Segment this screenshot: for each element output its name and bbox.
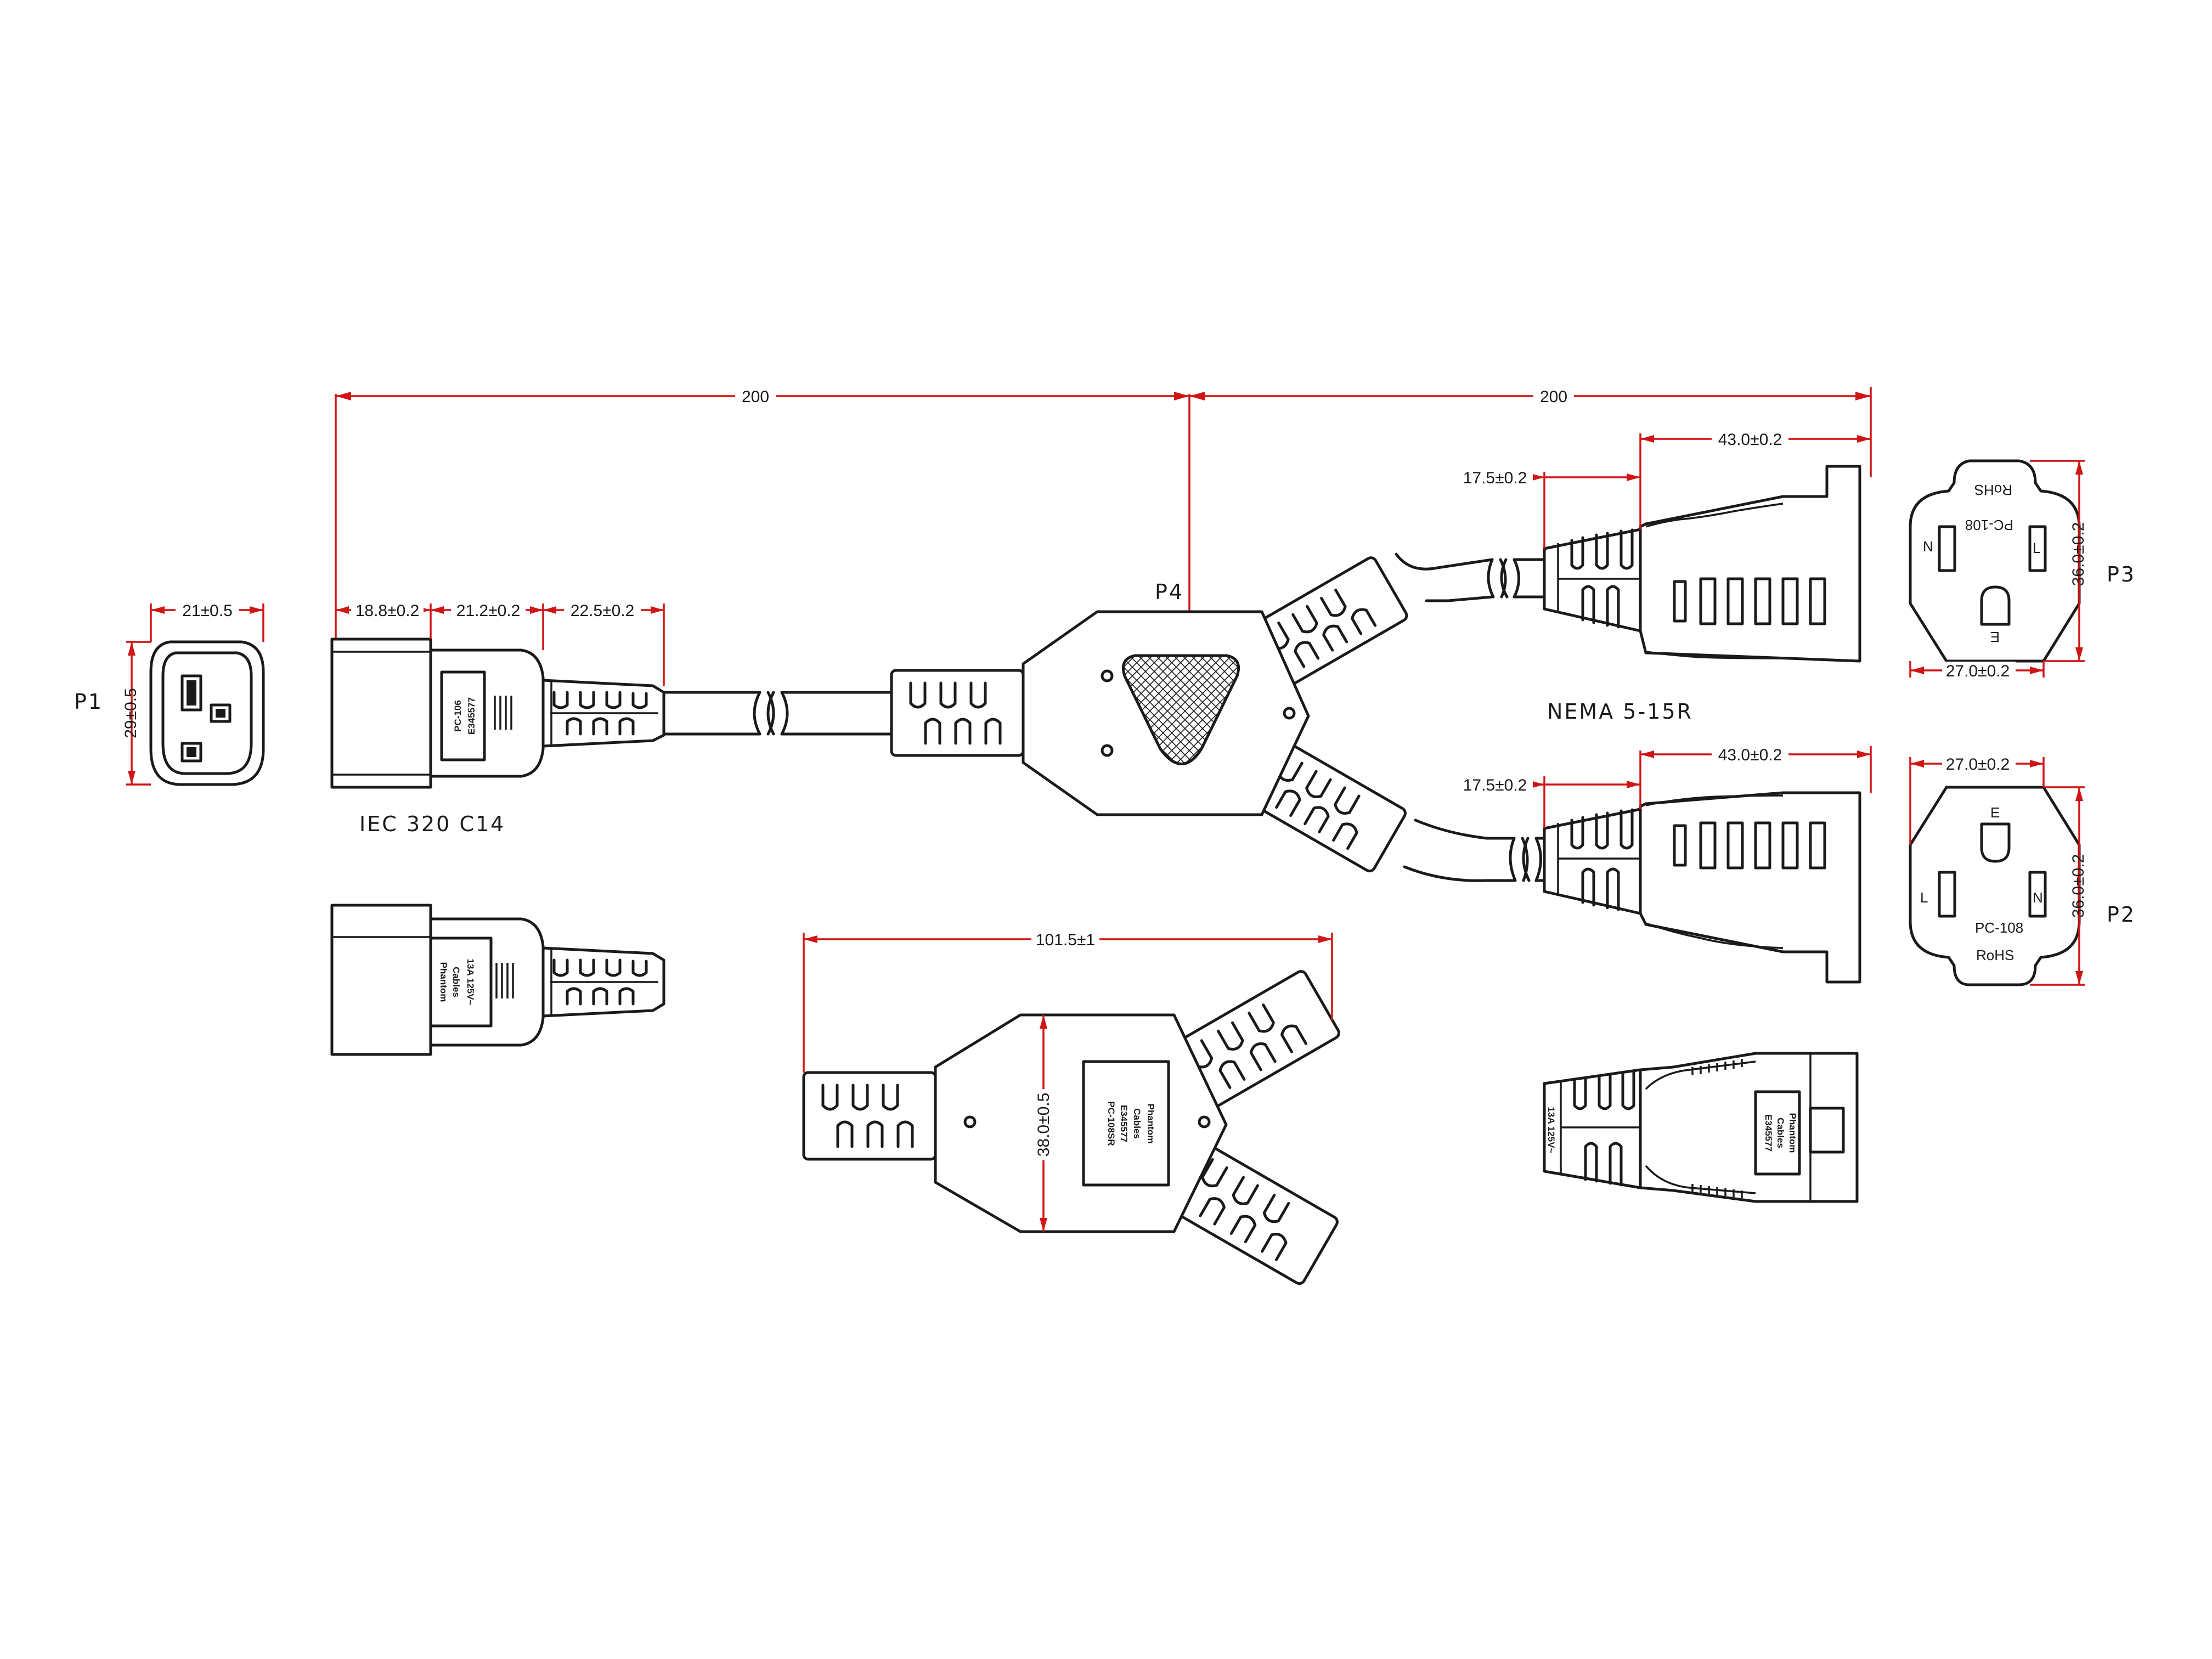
c14-marking-cert: E345577	[466, 697, 477, 735]
nema-bottom-dimensions: 17.5±0.2 43.0±0.2	[1459, 746, 1872, 828]
nema-side-cert: E345577	[1763, 1114, 1774, 1152]
nema-side-brand-2: Cables	[1775, 1118, 1786, 1148]
c14-side-brand-2: Cables	[451, 967, 461, 997]
p2-pin-n: N	[2033, 889, 2043, 906]
p3-rohs-marking: RoHS	[1974, 482, 2012, 498]
y-splitter-body	[890, 556, 1408, 873]
y-splitter-dimensions: 101.5±1 38.0±0.5	[803, 930, 1333, 1232]
nema-connector-side: 13A 125V~ Phantom Cables E3455	[1543, 1052, 1859, 1203]
branch-cables	[1395, 552, 1546, 882]
label-p3: P3	[2107, 562, 2136, 586]
overall-length-dimensions: 200 200	[335, 387, 1872, 785]
nema-side-rating: 13A 125V~	[1546, 1107, 1556, 1154]
c14-side-brand: Phantom	[438, 962, 449, 1002]
label-iec-320-c14: IEC 320 C14	[359, 812, 505, 836]
nema-side-brand: Phantom	[1787, 1113, 1798, 1153]
nema-connector-top	[1543, 465, 1861, 663]
main-cable-left	[662, 691, 893, 736]
dim-c14-c: 22.5±0.2	[571, 602, 635, 620]
p3-pin-l: L	[2033, 540, 2040, 556]
dim-p1-width: 21±0.5	[182, 602, 233, 620]
dim-nema-bottom-body: 43.0±0.2	[1718, 746, 1782, 764]
y-splitter-detail: Phantom Cables E345577 PC-108SR	[802, 970, 1340, 1285]
p2-nema-face-view: E L N PC-108 RoHS 27.0±0.2 36.0±0.2 P2	[1909, 755, 2136, 986]
p2-pin-e: E	[1990, 804, 2000, 821]
p3-pin-n: N	[1923, 538, 1933, 555]
y-brand-marking: Phantom	[1146, 1104, 1156, 1144]
dim-p2-width: 27.0±0.2	[1946, 755, 2010, 774]
c14-marking-model: PC-106	[453, 700, 463, 732]
dim-p2-height: 36.0±0.2	[2069, 854, 2087, 918]
p3-pin-e: E	[1990, 629, 2000, 645]
dim-c14-b: 21.2±0.2	[456, 602, 521, 620]
p2-model-marking: PC-108	[1975, 919, 2023, 936]
p1-c14-face-view: 21±0.5 29±0.5 P1	[74, 601, 265, 786]
label-p1: P1	[74, 690, 103, 714]
c14-connector-side: Phantom Cables 13A 125V~	[330, 904, 665, 1056]
y-cert-marking: E345577	[1119, 1105, 1129, 1142]
label-p2: P2	[2107, 902, 2136, 927]
dim-p3-width: 27.0±0.2	[1946, 662, 2010, 680]
c14-dimensions: 18.8±0.2 21.2±0.2 22.5±0.2	[336, 601, 665, 686]
nema-top-dimensions: 17.5±0.2 43.0±0.2	[1459, 430, 1871, 549]
c14-connector-top: PC-106 E345577	[330, 637, 665, 789]
y-model-marking: PC-108SR	[1106, 1101, 1116, 1146]
dim-y-height: 38.0±0.5	[1035, 1093, 1053, 1157]
dim-c14-a: 18.8±0.2	[356, 602, 420, 620]
nema-connector-bottom	[1543, 791, 1861, 984]
dim-total-left: 200	[742, 388, 769, 406]
dim-nema-top-body: 43.0±0.2	[1718, 431, 1782, 449]
p3-model-marking: PC-108	[1965, 517, 2013, 533]
p2-rohs-marking: RoHS	[1976, 947, 2014, 963]
dim-nema-bottom-neck: 17.5±0.2	[1463, 776, 1527, 794]
p3-nema-face-view: N L E PC-108 RoHS 27.0±0.2 36.0±0.2 P3	[1909, 459, 2136, 680]
p2-pin-l: L	[1920, 889, 1928, 906]
label-p4: P4	[1155, 580, 1184, 604]
dim-p3-height: 36.0±0.2	[2069, 522, 2087, 586]
c14-side-rating: 13A 125V~	[465, 959, 476, 1006]
y-brand-marking-2: Cables	[1132, 1108, 1142, 1139]
dim-nema-top-neck: 17.5±0.2	[1463, 469, 1527, 487]
dim-y-width: 101.5±1	[1036, 931, 1095, 949]
label-nema-5-15r: NEMA 5-15R	[1547, 699, 1693, 724]
dim-p1-height: 29±0.5	[122, 688, 140, 738]
dim-total-right: 200	[1540, 388, 1567, 406]
